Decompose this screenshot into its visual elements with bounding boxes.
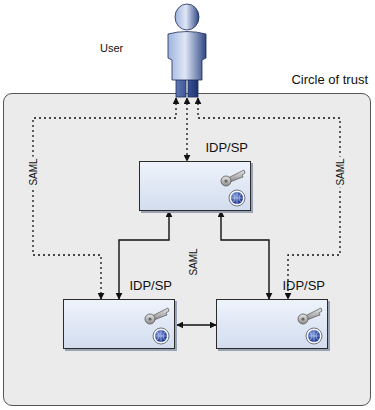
idp-sp-box: IDP/SP (63, 299, 175, 349)
box-label: IDP/SP (268, 278, 325, 293)
group-heading: Circle of trust (291, 72, 368, 87)
saml-connector (119, 211, 169, 299)
idp-sp-box: IDP/SP (139, 161, 251, 211)
saml-dotted-connector (186, 98, 187, 161)
key-globe-icon (218, 165, 248, 209)
box-label: IDP/SP (191, 140, 248, 155)
actor-name: User (100, 42, 123, 54)
user-figure: User (100, 2, 212, 98)
key-globe-icon (142, 303, 172, 347)
saml-connector (221, 211, 269, 299)
key-globe-icon (295, 303, 325, 347)
box-label: IDP/SP (115, 278, 172, 293)
user-figure-art (162, 2, 212, 98)
protocol-label: SAML (187, 246, 200, 277)
idp-sp-box: IDP/SP (216, 299, 328, 349)
saml-dotted-connector (33, 98, 176, 299)
protocol-label: SAML (27, 156, 40, 187)
saml-dotted-connector (198, 98, 340, 299)
protocol-label: SAML (334, 156, 347, 187)
saml-connector (177, 324, 216, 325)
